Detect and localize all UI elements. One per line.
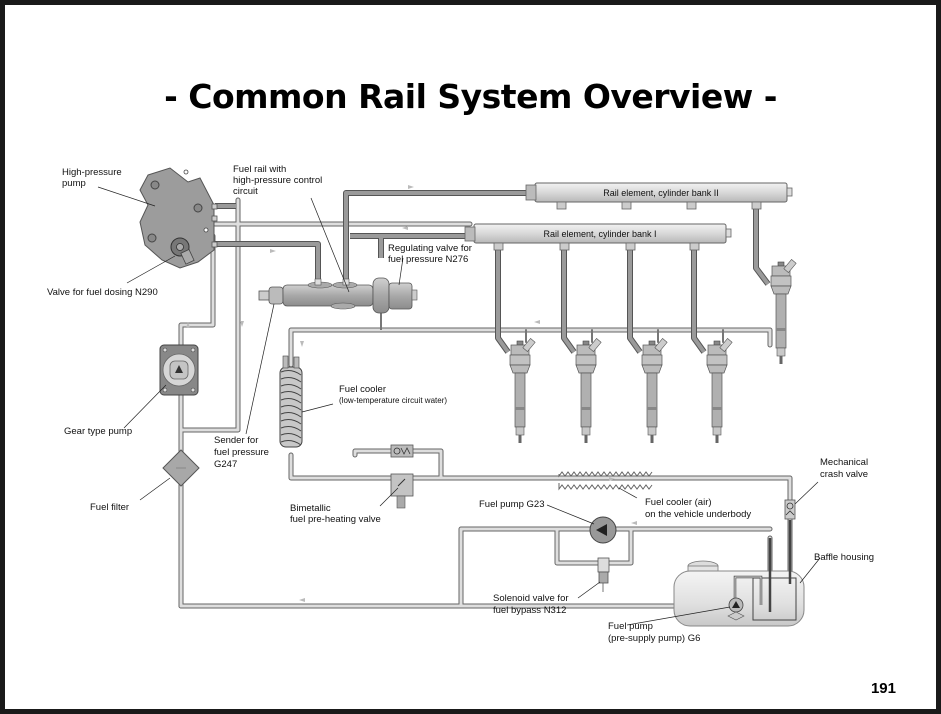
check-valve <box>390 444 414 458</box>
injector <box>509 338 536 443</box>
label-sender-fuel-pressure: Sender for fuel pressure G247 <box>214 435 272 470</box>
page-number: 191 <box>870 680 896 697</box>
fuel-cooler-water <box>279 355 303 448</box>
flow-arrow-icon <box>299 598 305 602</box>
gear-type-pump <box>159 344 199 396</box>
flow-arrow-icon <box>609 477 615 481</box>
flow-arrows <box>186 185 637 602</box>
fuel-dosing-valve-n290 <box>170 237 195 265</box>
fuel-cooler-air <box>558 471 653 491</box>
rail-cylinder-bank-2: Rail element, cylinder bank II <box>525 182 793 210</box>
label-solenoid-valve: Solenoid valve for fuel bypass N312 <box>493 593 571 616</box>
slide-title: - Common Rail System Overview - <box>164 77 777 116</box>
high-pressure-pump <box>139 167 218 269</box>
flow-arrow-icon <box>534 320 540 324</box>
flow-arrow-icon <box>402 226 408 230</box>
label-bimetallic-valve: Bimetallic fuel pre-heating valve <box>290 503 381 525</box>
label-fuel-filter: Fuel filter <box>90 502 129 513</box>
bimetallic-preheating-valve <box>390 473 414 509</box>
rail-bank-1-label: Rail element, cylinder bank I <box>543 229 656 239</box>
injectors <box>509 259 797 443</box>
label-regulating-valve: Regulating valve for fuel pressure N276 <box>388 243 475 265</box>
leader-lines <box>97 186 821 626</box>
injector <box>641 338 668 443</box>
label-valve-fuel-dosing: Valve for fuel dosing N290 <box>47 287 158 298</box>
label-fuel-cooler-water: Fuel cooler (low-temperature circuit wat… <box>339 384 447 405</box>
flow-arrow-icon <box>186 322 190 328</box>
label-baffle-housing: Baffle housing <box>814 552 874 563</box>
flow-arrow-icon <box>270 249 276 253</box>
fuel-pump-g23 <box>589 516 617 544</box>
label-high-pressure-pump: High-pressure pump <box>62 167 124 189</box>
fuel-pump-g6 <box>727 597 745 621</box>
high-pressure-lines <box>215 190 771 354</box>
fuel-rail-control-circuit <box>258 278 374 310</box>
label-gear-type-pump: Gear type pump <box>64 426 132 437</box>
regulating-valve-n276 <box>372 277 418 314</box>
flow-arrow-icon <box>408 185 414 189</box>
label-fuel-pump-g23: Fuel pump G23 <box>479 499 544 510</box>
label-mechanical-crash-valve: Mechanical crash valve <box>820 457 871 480</box>
common-rail-diagram: Rail element, cylinder bank II Rail elem… <box>47 164 874 644</box>
rail-cylinder-bank-1: Rail element, cylinder bank I <box>464 223 732 251</box>
mechanical-crash-valve <box>784 499 796 520</box>
fuel-filter <box>162 449 200 487</box>
baffle-housing <box>752 577 797 621</box>
label-fuel-rail-control: Fuel rail with high-pressure control cir… <box>233 164 325 197</box>
flow-arrow-icon <box>300 341 304 347</box>
flow-arrow-icon <box>240 321 244 327</box>
solenoid-valve-n312 <box>597 557 610 592</box>
injector <box>706 338 733 443</box>
injector <box>575 338 602 443</box>
return-lines <box>178 197 793 609</box>
flow-arrow-icon <box>631 521 637 525</box>
label-fuel-pump-g6: Fuel pump (pre-supply pump) G6 <box>608 621 700 644</box>
labels: High-pressure pump Fuel rail with high-p… <box>47 164 874 644</box>
slide: - Common Rail System Overview - <box>5 5 936 709</box>
injector <box>770 259 797 364</box>
rail-bank-2-label: Rail element, cylinder bank II <box>603 188 719 198</box>
label-fuel-cooler-air: Fuel cooler (air) on the vehicle underbo… <box>645 497 751 520</box>
